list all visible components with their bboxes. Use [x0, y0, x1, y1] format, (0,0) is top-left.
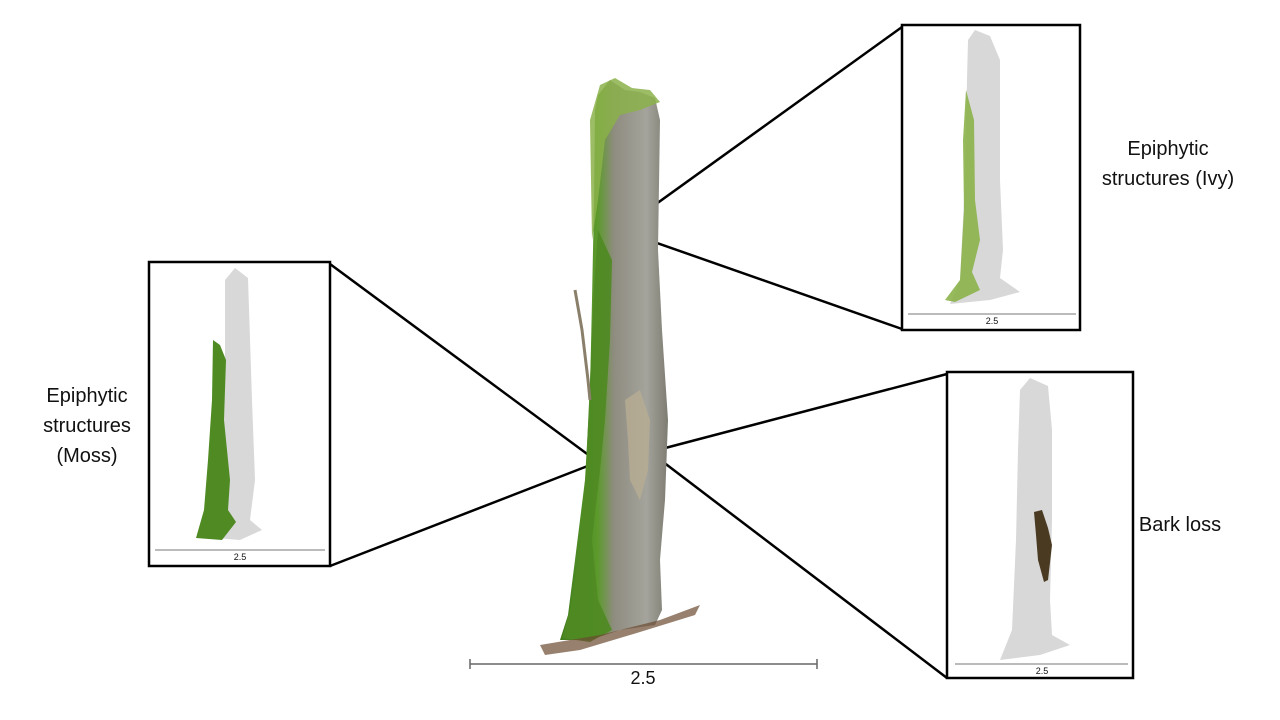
ivy-inset: 2.5 — [900, 23, 1082, 332]
bark-loss-main — [625, 390, 650, 500]
main-scale-label: 2.5 — [630, 668, 655, 688]
connector-lines — [329, 25, 948, 679]
connector-ivy-bottom — [619, 228, 903, 331]
moss-label-line-3: (Moss) — [56, 445, 118, 467]
moss-inset: 2.5 — [147, 260, 332, 568]
branch — [573, 289, 592, 401]
moss-label-line-2: structures — [43, 415, 131, 437]
ground-debris — [540, 605, 700, 655]
main-scale-bar: 2.5 — [469, 659, 818, 688]
bark-inset-scale-label: 2.5 — [1036, 666, 1049, 676]
ivy-label: Epiphytic structures (Ivy) — [1088, 134, 1248, 194]
bark-loss-label: Bark loss — [1125, 510, 1235, 540]
ivy-inset-highlight — [945, 90, 980, 302]
moss-patch — [562, 230, 612, 642]
bark-loss-label-line-1: Bark loss — [1138, 514, 1222, 536]
moss-label: Epiphytic structures (Moss) — [22, 381, 152, 471]
ivy-label-line-2: structures (Ivy) — [1101, 168, 1235, 190]
bark-loss-highlight — [1034, 510, 1052, 582]
connector-ivy-top — [619, 25, 903, 232]
connector-bark-top — [649, 372, 948, 454]
connector-moss-top — [329, 262, 599, 464]
main-trunk — [560, 80, 668, 640]
connector-bark-bottom — [649, 451, 948, 679]
connector-moss-bottom — [329, 460, 599, 568]
ivy-top — [590, 78, 660, 240]
ivy-inset-scale-label: 2.5 — [986, 316, 999, 326]
moss-inset-scale-label: 2.5 — [234, 552, 247, 562]
bark-inset: 2.5 — [945, 370, 1135, 680]
main-tree — [540, 78, 700, 655]
ivy-label-line-1: Epiphytic — [1127, 138, 1209, 160]
moss-label-line-1: Epiphytic — [46, 385, 128, 407]
moss-inset-highlight — [196, 340, 236, 540]
